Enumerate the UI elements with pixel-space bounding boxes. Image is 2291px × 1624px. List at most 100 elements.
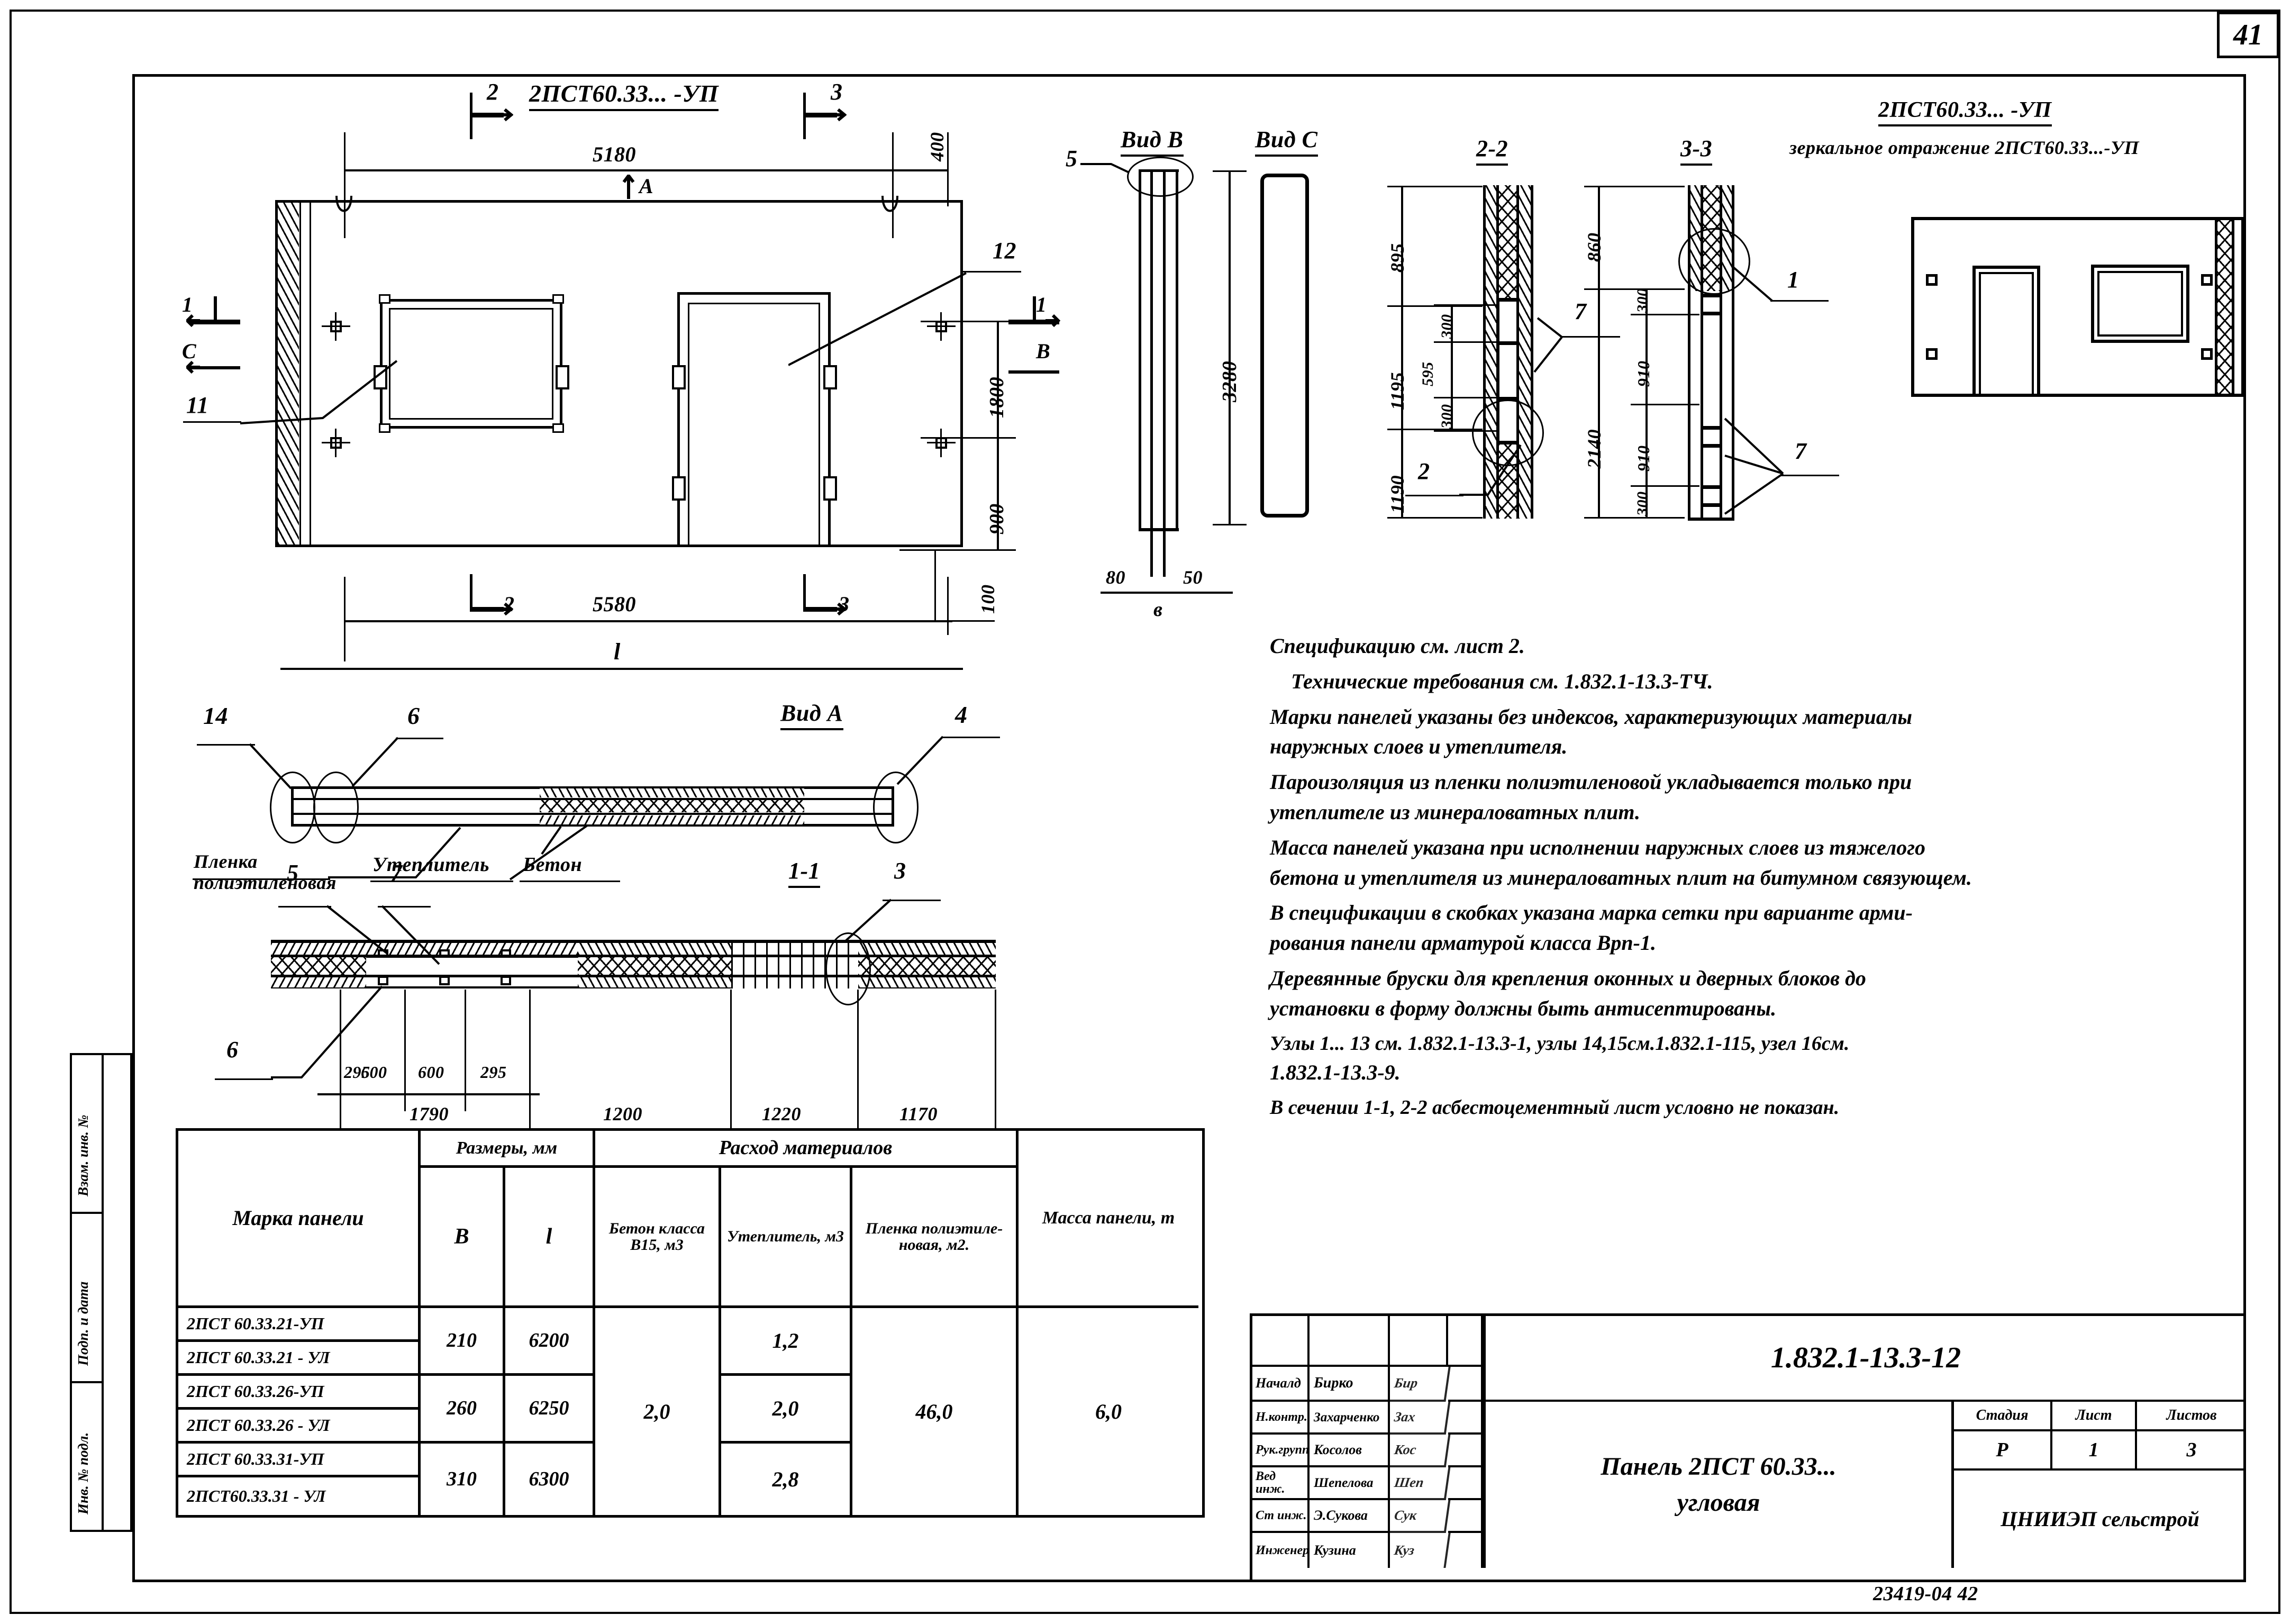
- section-marker-2-bottom-label: 2: [504, 592, 515, 616]
- sec22-line-a: [1483, 185, 1486, 519]
- vid-b-step: [1139, 528, 1179, 531]
- vid-b-edge-r: [1176, 169, 1178, 529]
- section-1-1-view: 1-1 5 7 6 3: [190, 858, 1090, 1134]
- mirror-embed-tr: [2201, 274, 2213, 286]
- sec11-block-3: [501, 949, 511, 957]
- sec11-callout-3-leader: [843, 899, 892, 943]
- window-embed-bottom-right: [552, 423, 564, 433]
- archive-code: 23419-04 42: [1873, 1583, 1978, 1605]
- sec11-ext-1: [404, 990, 406, 1111]
- note-line: утеплителе из минераловатных плит.: [1270, 800, 1641, 824]
- note-line: установки в форму должны быть антисептир…: [1270, 996, 1777, 1020]
- sec22-line-c: [1516, 185, 1519, 519]
- tb-name: Косолов: [1310, 1435, 1390, 1467]
- section-marker-C-left-label: C: [182, 339, 197, 363]
- vid-b-edge-m: [1163, 169, 1166, 577]
- sec11-dim-600b: 600: [418, 1063, 444, 1082]
- vid-a-label-insulation-underline: [370, 881, 513, 882]
- sec33-dimline-outer: [1598, 187, 1600, 518]
- mirror-window-inner: [2097, 271, 2183, 337]
- vid-b-edge-l: [1139, 169, 1141, 529]
- sec11-callout-5-shelf: [278, 906, 331, 908]
- tb-name: Бирко: [1310, 1367, 1390, 1402]
- sec33-itick-2: [1631, 404, 1699, 405]
- sec33-itick-3: [1631, 485, 1699, 487]
- door-embed-right: [823, 365, 837, 389]
- window-embed-right: [556, 365, 569, 389]
- sec22-insert-bot: [1498, 341, 1518, 345]
- window-embed-top-left: [379, 294, 390, 304]
- spec-mass-value: 6,0: [1095, 1399, 1122, 1423]
- vid-a-callout-6-leader: [351, 737, 399, 787]
- vid-a-label-film: Пленка полиэтиленовая: [194, 851, 337, 894]
- spec-header-insulation: Утеплитель, м3: [721, 1168, 852, 1308]
- section-marker-3-top: [799, 93, 847, 140]
- sec33-dim-300a: 300: [1634, 288, 1651, 313]
- dim-bottom-main: 5580: [593, 592, 636, 616]
- lifting-loop-right: [881, 195, 898, 212]
- sec33-insert-5: [1702, 485, 1721, 489]
- sec22-callout-2-leader: [1459, 444, 1522, 496]
- dim-bottom-total: l: [614, 639, 621, 665]
- section-2-2-title: 2-2: [1476, 135, 1508, 166]
- tb-sheet-label: Лист: [2052, 1402, 2137, 1431]
- vid-b-detail-circle: [1127, 157, 1194, 197]
- sec11-dim-295a: 295: [344, 1063, 370, 1082]
- sec22-insulation-upper-hatch: [1498, 185, 1518, 299]
- tb-name: Кузина: [1310, 1533, 1390, 1568]
- sec11-dim-1790: 1790: [410, 1103, 449, 1124]
- tb-signature: Сук: [1387, 1500, 1451, 1533]
- spec-film-value: 46,0: [852, 1308, 1019, 1515]
- sec33-line-c: [1720, 185, 1722, 519]
- note-line: 1.832.1-13.3-9.: [1270, 1060, 1401, 1084]
- mirror-view: 2ПСТ60.33... -УП зеркальное отражение 2П…: [1789, 95, 2270, 466]
- sec22-itick-0: [1434, 304, 1497, 306]
- spec-row-mark: 2ПСТ 60.33.26-УП: [178, 1376, 421, 1410]
- sec22-callout-7-leader: [1533, 317, 1563, 373]
- mirror-embed-bl: [1926, 348, 1938, 360]
- vid-a-callout-4-label: 4: [955, 701, 968, 728]
- sec33-dim-860: 860: [1584, 232, 1605, 262]
- vid-a-circle-4: [873, 772, 919, 843]
- mirror-right-edge-hatch: [2217, 220, 2233, 394]
- tb-role: Ст инж.: [1252, 1500, 1310, 1533]
- section-marker-3-label: 3: [831, 79, 843, 105]
- mirror-door: [1972, 266, 2040, 397]
- sec11-lext-4: [995, 990, 996, 1133]
- sec22-line-d: [1531, 185, 1533, 519]
- callout-11-label: 11: [186, 392, 209, 418]
- spec-insulation-value: 2,8: [721, 1444, 852, 1515]
- tb-grid-top-d: [1448, 1316, 1483, 1367]
- tb-grid-top-c: [1390, 1316, 1448, 1367]
- sec11-band-top-c: [858, 943, 996, 955]
- sec33-itick-1: [1631, 314, 1699, 315]
- spec-row-mark: 2ПСТ 60.33.31-УП: [178, 1444, 421, 1477]
- vid-b-dim-left: 80: [1106, 567, 1125, 588]
- sec11-callout-6-shelf: [215, 1078, 273, 1080]
- sec11-band-top-b: [578, 943, 731, 955]
- vid-b-callout-5-label: 5: [1066, 146, 1078, 171]
- tb-signature: Шеп: [1387, 1467, 1451, 1500]
- note-line: рования панели арматурой класса Врп-1.: [1270, 931, 1656, 955]
- note-line: Марки панелей указаны без индексов, хара…: [1270, 704, 1913, 729]
- panel-left-inner-line2: [310, 201, 311, 546]
- sec33-line-a: [1688, 185, 1690, 519]
- spec-header-mark: Марка панели: [178, 1131, 421, 1308]
- spec-concrete-value: 2,0: [595, 1308, 721, 1515]
- sec22-dim-895: 895: [1387, 243, 1408, 273]
- vid-b-dim-tick-bot: [1213, 524, 1247, 525]
- tb-signature: Бир: [1387, 1367, 1451, 1402]
- section-marker-2-top: [466, 93, 513, 140]
- sec11-ext-3: [529, 990, 531, 1132]
- sec11-ext-2: [465, 990, 466, 1111]
- vid-a-inner-line2: [293, 813, 892, 815]
- sec33-callout-1-label: 1: [1787, 267, 1799, 293]
- spec-group-B: 260: [421, 1376, 505, 1444]
- sec22-insert-top: [1498, 298, 1518, 302]
- note-line: бетона и утеплителя из минераловатных пл…: [1270, 865, 1972, 890]
- spec-header-materials: Расход материалов: [595, 1131, 1019, 1168]
- sec33-line-b: [1701, 185, 1703, 519]
- dim-top-line: [344, 169, 947, 171]
- panel-left-inner-line: [299, 201, 301, 546]
- margin-cell-0: Взам. инв. №: [72, 1055, 104, 1214]
